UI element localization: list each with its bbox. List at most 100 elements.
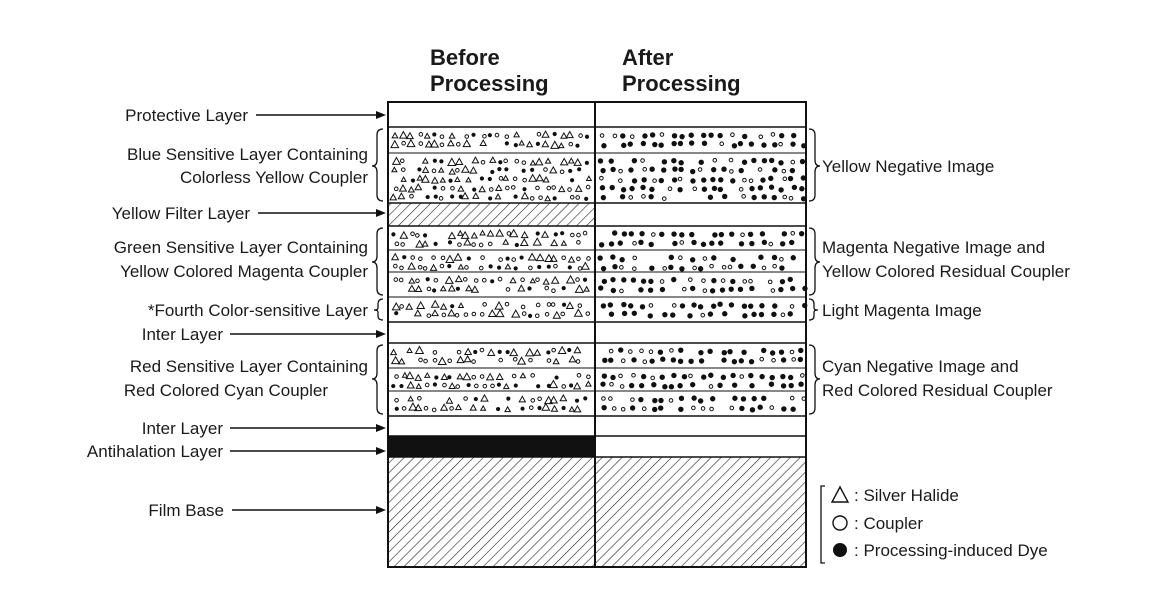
dye-particle <box>602 357 608 364</box>
coupler-particle <box>418 132 424 137</box>
before-header-line1: Before <box>430 45 500 70</box>
dye-particle <box>751 157 757 164</box>
coupler-particle <box>641 194 646 199</box>
silver-halide-particle <box>552 357 560 365</box>
silver-halide-particle <box>478 185 487 193</box>
coupler-particle <box>494 132 500 138</box>
dye-particle <box>717 382 723 389</box>
silver-halide-particle <box>398 183 408 192</box>
coupler-particle <box>619 288 624 294</box>
coupler-particle <box>601 396 606 401</box>
dye-particle <box>790 141 796 147</box>
dye-particle <box>584 160 589 165</box>
coupler-particle <box>599 175 604 181</box>
coupler-particle <box>721 264 727 270</box>
dye-particle <box>697 266 704 272</box>
silver-halide-particle <box>549 165 558 174</box>
label-red-sensitive-line1: Red Sensitive Layer Containing <box>130 357 368 376</box>
dye-particle <box>638 239 644 246</box>
dye-particle <box>711 185 718 192</box>
coupler-particle <box>462 277 468 282</box>
dye-particle <box>410 178 416 183</box>
dye-particle <box>417 167 422 172</box>
dye-particle <box>433 241 438 246</box>
legend-silver-halide: : Silver Halide <box>854 486 959 505</box>
coupler-particle <box>788 196 794 201</box>
before-header-line2: Processing <box>430 71 549 96</box>
dye-particle <box>761 194 767 200</box>
dye-particle <box>546 264 551 269</box>
dye-particle <box>670 357 677 363</box>
coupler-particle <box>758 134 764 140</box>
coupler-particle <box>738 187 744 192</box>
dye-particle <box>630 277 637 283</box>
silver-halide-particle <box>487 308 497 318</box>
silver-halide-particle <box>406 138 416 148</box>
dye-particle <box>574 398 580 403</box>
coupler-particle <box>528 357 533 363</box>
dye-particle <box>631 157 638 164</box>
dye-particle <box>689 257 696 263</box>
silver-halide-particle <box>495 372 504 380</box>
dye-particle <box>577 167 582 172</box>
silver-halide-particle <box>457 263 465 270</box>
dye-particle <box>639 304 646 310</box>
silver-halide-particle <box>469 166 478 174</box>
silver-halide-particle <box>398 130 408 139</box>
dye-particle <box>761 347 767 354</box>
silver-halide-particle <box>524 347 535 357</box>
dye-particle <box>433 194 438 199</box>
dye-particle <box>519 255 524 260</box>
dye-particle <box>600 194 607 201</box>
dye-particle <box>649 166 655 172</box>
dye-particle <box>798 230 805 237</box>
dye-particle <box>739 405 745 412</box>
coupler-particle <box>537 396 542 402</box>
silver-halide-particle <box>573 404 582 413</box>
silver-halide-particle <box>389 348 398 356</box>
silver-halide-particle <box>574 184 583 192</box>
dye-particle <box>719 287 726 293</box>
dye-particle <box>771 194 777 201</box>
dye-particle <box>479 176 485 181</box>
dye-particle <box>638 382 645 389</box>
silver-halide-particle <box>520 230 529 239</box>
silver-halide-particle <box>408 277 416 284</box>
dye-particle <box>522 187 527 192</box>
dye-particle <box>569 383 574 388</box>
dye-particle <box>790 255 796 261</box>
coupler-particle <box>479 312 485 317</box>
label-blue-sensitive-line1: Blue Sensitive Layer Containing <box>127 145 368 164</box>
dye-particle <box>432 382 438 387</box>
dye-particle <box>698 159 704 165</box>
dye-particle <box>631 178 638 184</box>
silver-halide-particle <box>574 284 585 293</box>
coupler-particle <box>702 256 708 261</box>
dye-particle <box>732 395 738 401</box>
dye-particle <box>678 166 684 173</box>
coupler-particle <box>582 230 588 236</box>
dye-particle <box>496 265 502 270</box>
silver-halide-particle <box>448 132 456 139</box>
right-braces <box>808 128 821 415</box>
silver-halide-particle <box>389 193 398 201</box>
coupler-particle <box>535 185 540 191</box>
silver-halide-particle <box>559 157 569 166</box>
coupler-particle <box>651 232 656 237</box>
dye-particle <box>790 406 796 412</box>
dye-particle <box>671 372 677 379</box>
silver-halide-particle <box>416 300 426 309</box>
dye-particle <box>658 177 664 184</box>
dye-particle <box>677 186 683 193</box>
silver-halide-particle <box>420 174 430 183</box>
coupler-particle <box>667 186 673 192</box>
label-antihalation-layer: Antihalation Layer <box>87 442 223 461</box>
silver-halide-particle <box>429 139 440 148</box>
silver-halide-particle <box>465 284 473 292</box>
silver-halide-particle <box>465 176 472 183</box>
coupler-particle <box>701 278 706 283</box>
silver-halide-particle <box>513 131 521 138</box>
coupler-particle <box>712 157 718 163</box>
silver-halide-particle <box>455 157 464 165</box>
coupler-particle <box>439 142 445 148</box>
